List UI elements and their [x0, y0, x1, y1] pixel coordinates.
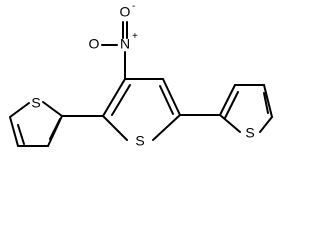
- bond: [111, 84, 131, 116]
- bond: [219, 114, 241, 133]
- bond: [17, 124, 25, 145]
- bond: [9, 102, 30, 118]
- bond: [152, 114, 181, 141]
- bond: [9, 116, 19, 147]
- atom-label-nitro-nitrogen: N: [120, 36, 130, 52]
- bond: [102, 78, 126, 117]
- nitro-group: [101, 21, 128, 80]
- bond: [219, 84, 236, 116]
- bond: [102, 115, 128, 141]
- atom-label-nitro-oxygen-top: O: [120, 4, 131, 20]
- atom-label-sulfur-left: S: [31, 95, 40, 111]
- bond: [49, 118, 61, 140]
- chemical-structure-diagram: S S S N O O + -: [9, 1, 273, 149]
- atom-label-sulfur-center: S: [135, 133, 144, 149]
- left-thiophene-ring: [9, 101, 104, 147]
- bond: [159, 85, 174, 115]
- right-thiophene-ring: [179, 84, 273, 133]
- bond: [263, 84, 273, 118]
- atom-label-nitro-oxygen-left: O: [89, 36, 100, 52]
- central-thiophene-ring: [102, 78, 181, 141]
- bond: [263, 92, 269, 114]
- charge-minus-oxygen: -: [132, 1, 135, 12]
- atom-label-sulfur-right: S: [245, 125, 254, 141]
- bond: [224, 91, 239, 119]
- bond: [162, 78, 181, 116]
- bond: [42, 101, 63, 117]
- bond: [259, 116, 273, 133]
- charge-plus-nitrogen: +: [132, 31, 138, 42]
